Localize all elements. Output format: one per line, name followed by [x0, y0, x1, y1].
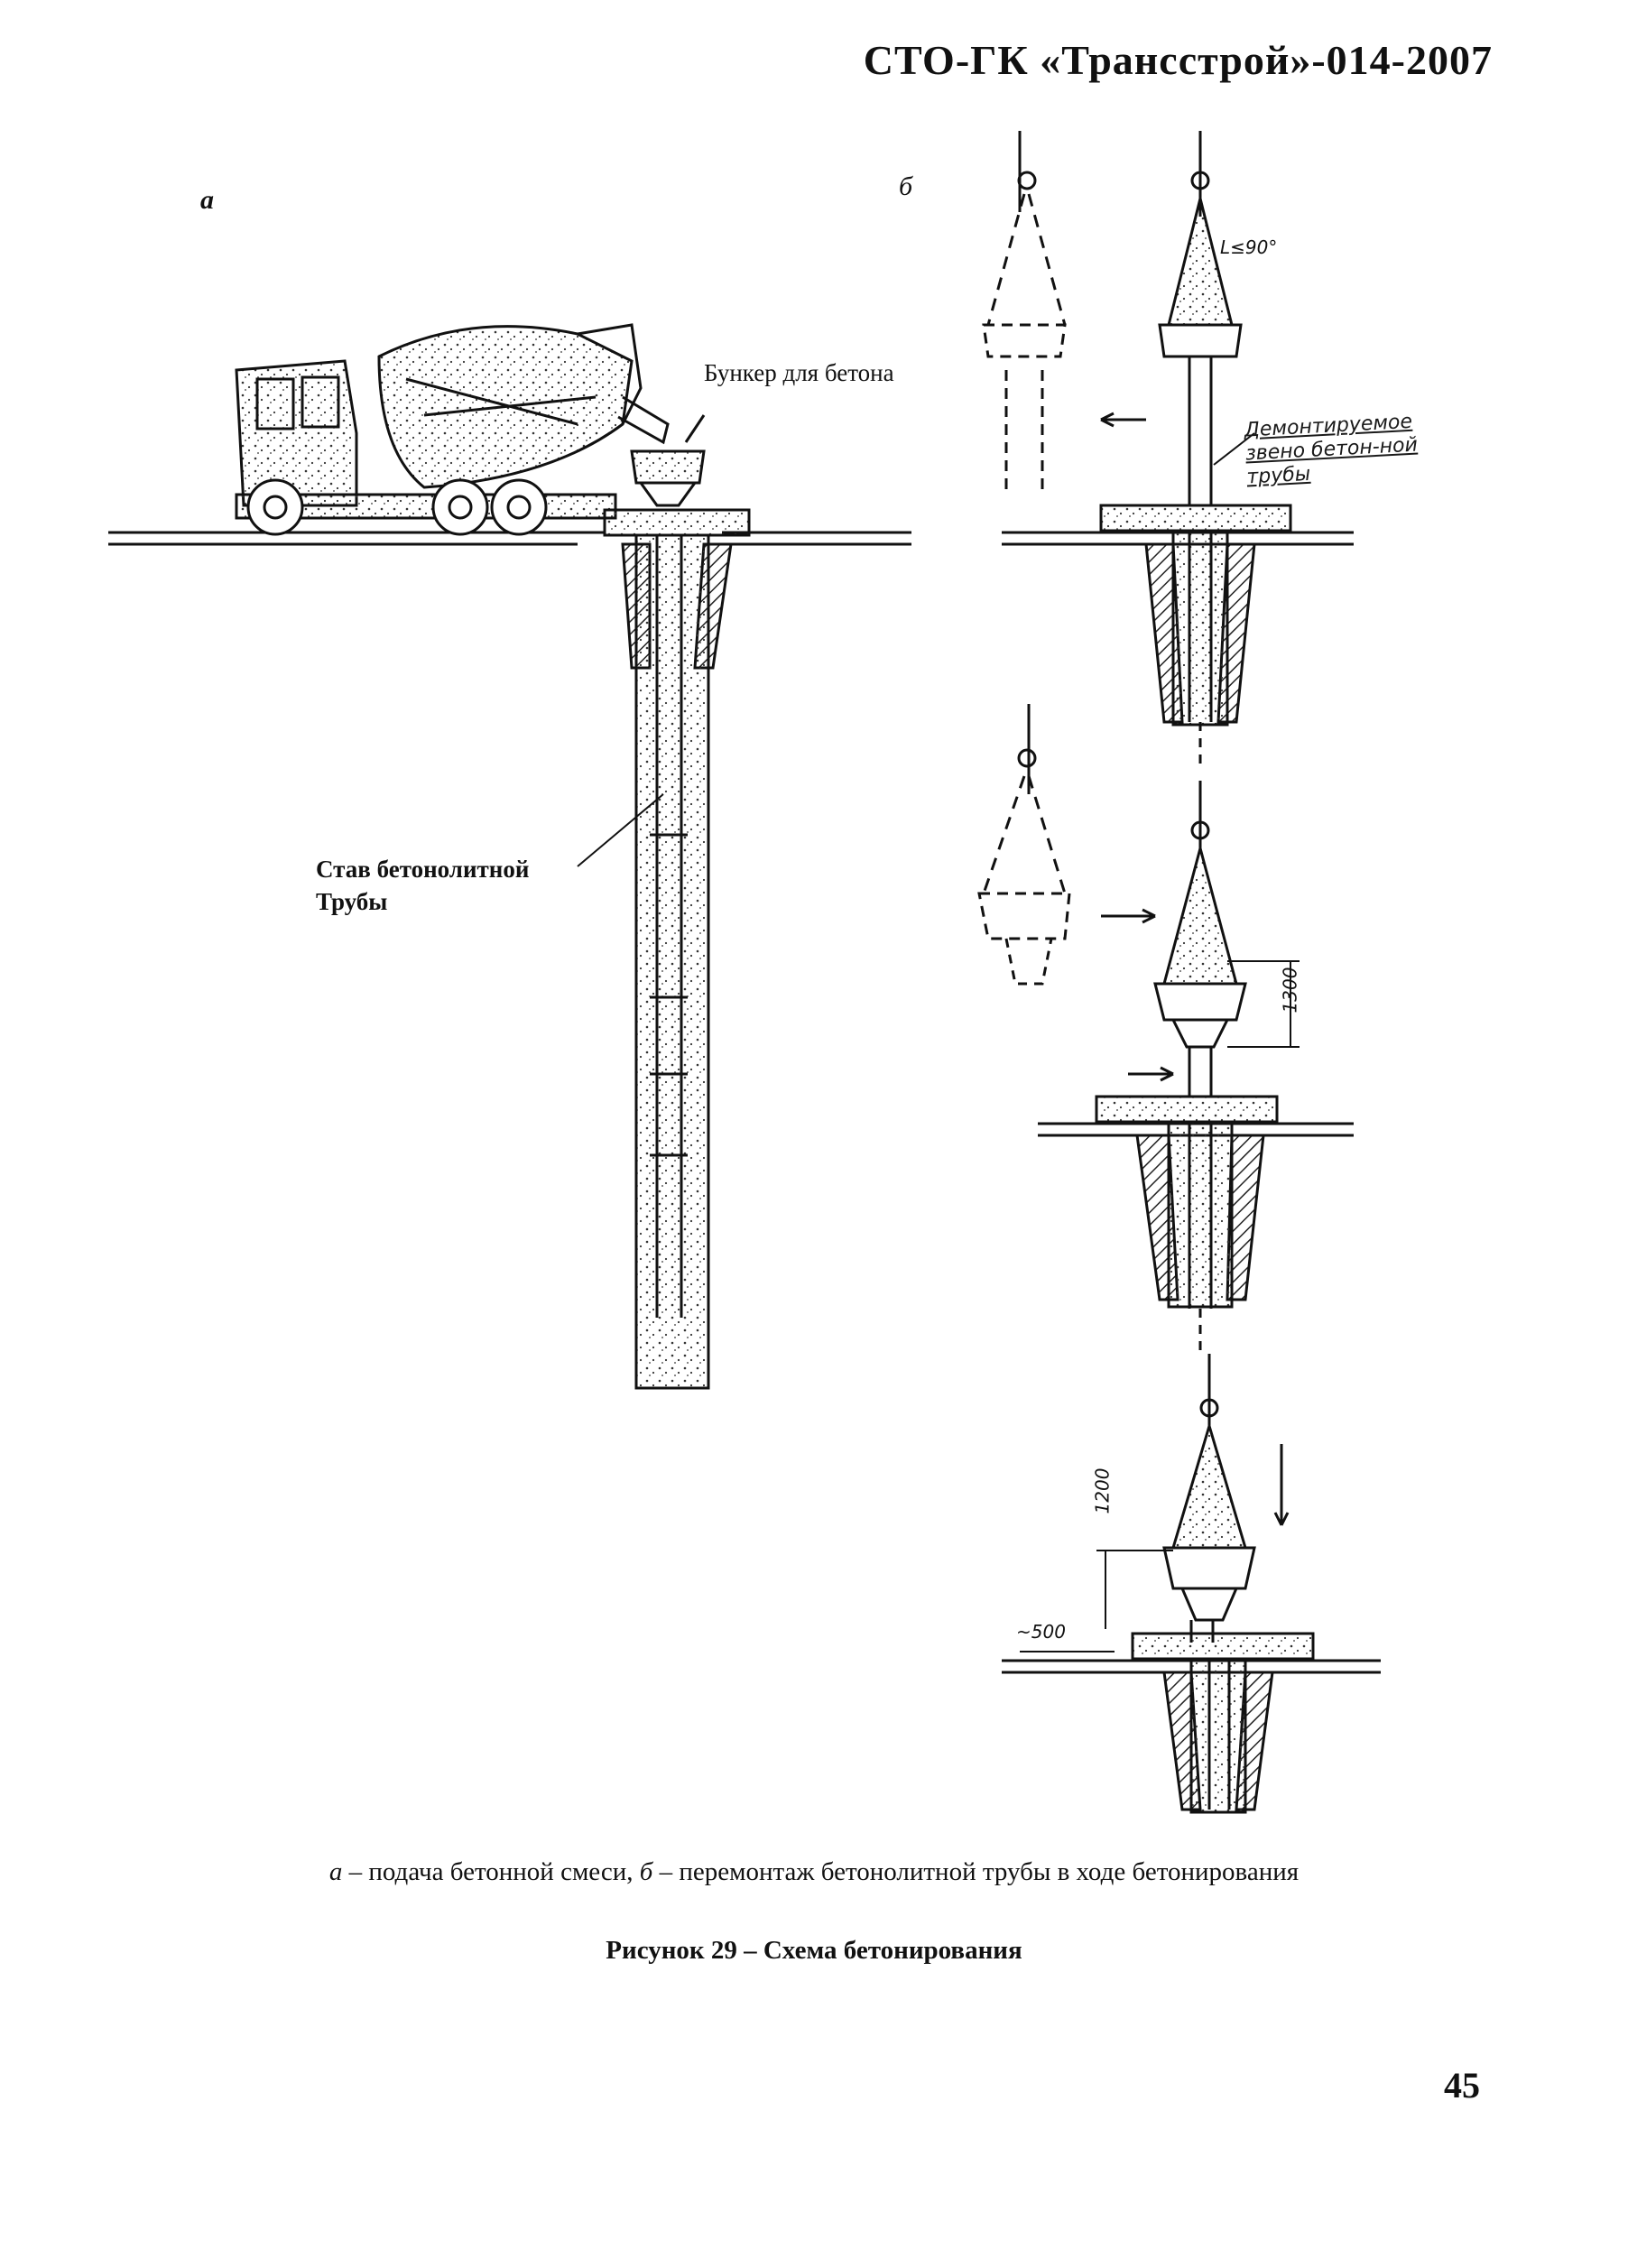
stage-3-lowering [1002, 1354, 1381, 1814]
stage-2-remount [977, 704, 1354, 1354]
stage-1-remount [982, 131, 1354, 767]
mixer-truck [108, 323, 911, 546]
dimension-500: ~500 [1016, 1621, 1066, 1643]
document-header: СТО-ГК «Трансстрой»-014-2007 [863, 37, 1493, 83]
dimension-1300: 1300 [1279, 967, 1301, 1014]
dimension-1200: 1200 [1091, 1467, 1114, 1514]
part-b-label: б [899, 171, 913, 201]
angle-annotation: L≤90° [1220, 236, 1278, 258]
page-number: 45 [1444, 2065, 1480, 2106]
pipe-column-a [577, 508, 751, 1390]
part-a-label: а [200, 185, 214, 215]
concrete-bunker [630, 414, 706, 507]
figure-caption: а – подача бетонной смеси, б – перемонта… [0, 1857, 1628, 1887]
pipe-column-callout: Став бетонолитной Трубы [316, 856, 530, 915]
caption-b-letter: б [639, 1857, 653, 1886]
caption-b-text: – перемонтаж бетонолитной трубы в ходе б… [652, 1857, 1300, 1886]
figure-title: Рисунок 29 – Схема бетонирования [606, 1936, 1022, 1965]
caption-a-text: – подача бетонной смеси, [342, 1857, 640, 1886]
bunker-callout: Бункер для бетона [704, 359, 894, 386]
caption-a-letter: а [328, 1857, 343, 1886]
dismantled-section-note: Демонтируемое звено бетон-ной трубы [1244, 410, 1419, 489]
